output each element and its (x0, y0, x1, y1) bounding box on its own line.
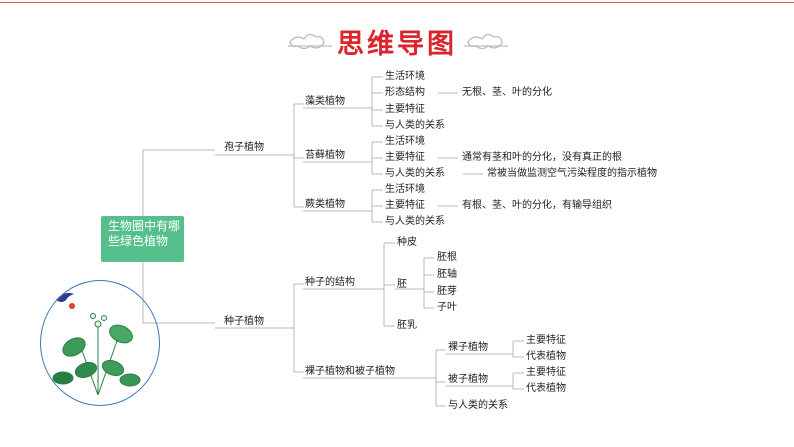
node-angiosperms: 被子植物 (448, 374, 488, 385)
gymno-item: 主要特征 (526, 335, 566, 346)
algae-item: 与人类的关系 (385, 120, 445, 131)
endosperm: 胚乳 (397, 320, 417, 331)
embryo-part: 胚芽 (437, 286, 457, 297)
moss-item: 主要特征 (385, 152, 425, 163)
algae-item: 生活环境 (385, 71, 425, 82)
decorative-circle (40, 280, 160, 406)
node-spore-plants: 孢子植物 (224, 142, 264, 153)
node-seed-structure: 种子的结构 (305, 277, 355, 288)
gymno-item: 代表植物 (526, 351, 566, 362)
node-gymno-angio: 裸子植物和被子植物 (305, 366, 395, 377)
embryo-part: 胚轴 (437, 269, 457, 280)
embryo-part: 子叶 (437, 302, 457, 313)
moss-item: 与人类的关系 (385, 168, 445, 179)
page-title: 思维导图 (337, 29, 457, 60)
algae-item: 形态结构 (385, 87, 425, 98)
embryo-part: 胚根 (437, 252, 457, 263)
angio-item: 主要特征 (526, 367, 566, 378)
angio-item: 代表植物 (526, 383, 566, 394)
node-moss: 苔藓植物 (305, 150, 345, 161)
node-gymnosperms: 裸子植物 (448, 342, 488, 353)
algae-item: 主要特征 (385, 104, 425, 115)
moss-item: 生活环境 (385, 136, 425, 147)
embryo: 胚 (397, 279, 407, 290)
moss-relation-note: 常被当做监测空气污染程度的指示植物 (487, 168, 657, 179)
right-cloud-ornament (464, 33, 508, 50)
root-node: 生物圈中有哪些绿色植物 (101, 216, 184, 262)
fern-note: 有根、茎、叶的分化，有输导组织 (462, 200, 612, 211)
node-algae: 藻类植物 (305, 96, 345, 107)
left-cloud-ornament (288, 33, 332, 50)
node-seed-plants: 种子植物 (224, 316, 264, 327)
fern-item: 与人类的关系 (385, 216, 445, 227)
moss-feature-note: 通常有茎和叶的分化，没有真正的根 (462, 152, 622, 163)
node-human-relation: 与人类的关系 (448, 400, 508, 411)
algae-note: 无根、茎、叶的分化 (462, 87, 552, 98)
fern-item: 生活环境 (385, 184, 425, 195)
node-fern: 蕨类植物 (305, 199, 345, 210)
fern-item: 主要特征 (385, 200, 425, 211)
top-rule (0, 2, 794, 3)
seed-coat: 种皮 (397, 237, 417, 248)
